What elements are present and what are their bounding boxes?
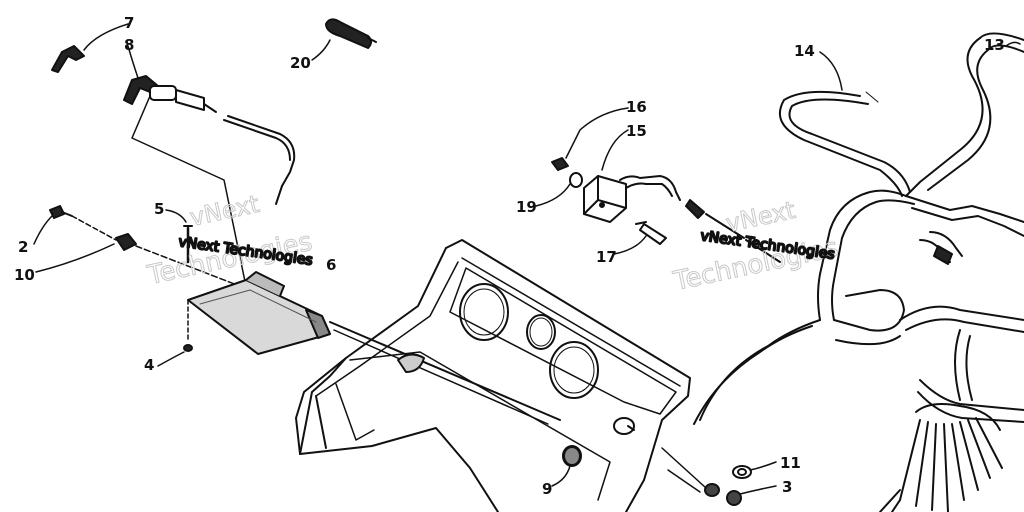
watermark-left: vNext Technologies vNext Technologies [144, 189, 316, 291]
part-10-nut [115, 233, 137, 251]
part-7-lever [51, 45, 85, 73]
dashboard-console [295, 239, 691, 512]
callout-2: 2 [18, 238, 28, 256]
part-9-switch [563, 446, 581, 466]
callout-20: 20 [290, 54, 311, 72]
part-4-washer [183, 299, 193, 352]
part-3-nut [704, 483, 742, 506]
part-16-nut [551, 157, 569, 171]
callout-7: 7 [124, 14, 134, 32]
part-11-washer [732, 465, 752, 479]
part-13-harness [693, 32, 1024, 512]
part-6-rod [329, 321, 561, 421]
callout-19: 19 [516, 198, 537, 216]
callout-15: 15 [626, 122, 647, 140]
callout-11: 11 [780, 454, 801, 472]
callout-13: 13 [984, 36, 1005, 54]
part-8-throttle-assembly [123, 75, 296, 205]
callout-17: 17 [596, 248, 617, 266]
callout-3: 3 [782, 478, 792, 496]
callout-8: 8 [124, 36, 134, 54]
part-15-relay [583, 175, 781, 263]
part-6-mounting-plate [187, 271, 331, 355]
axis-line-3 [661, 447, 707, 489]
part-6-rod-lower [333, 329, 549, 425]
part-2-screw [49, 205, 73, 219]
axis-line-2-10 [71, 215, 117, 241]
part-14-harness [779, 90, 911, 197]
callout-5: 5 [154, 200, 164, 218]
watermark-left-outline: vNext [187, 190, 261, 232]
callout-16: 16 [626, 98, 647, 116]
axis-line-10-6 [135, 245, 251, 291]
callout-4: 4 [144, 356, 154, 374]
part-5-bolt [183, 225, 193, 264]
part-20-knob [325, 18, 377, 49]
part-17-screw [635, 221, 667, 245]
callout-14: 14 [794, 42, 815, 60]
leader-lines [33, 23, 1021, 495]
watermark-right-outline: vNext [723, 196, 797, 238]
assembly-bracket-line [131, 95, 249, 297]
callout-labels: 7 8 20 14 13 16 15 19 17 5 2 10 6 4 9 11… [14, 14, 1005, 498]
callout-6: 6 [326, 256, 336, 274]
callout-10: 10 [14, 266, 35, 284]
callout-9: 9 [542, 480, 552, 498]
part-19-washer [569, 172, 583, 188]
axis-line-3b [667, 469, 701, 493]
